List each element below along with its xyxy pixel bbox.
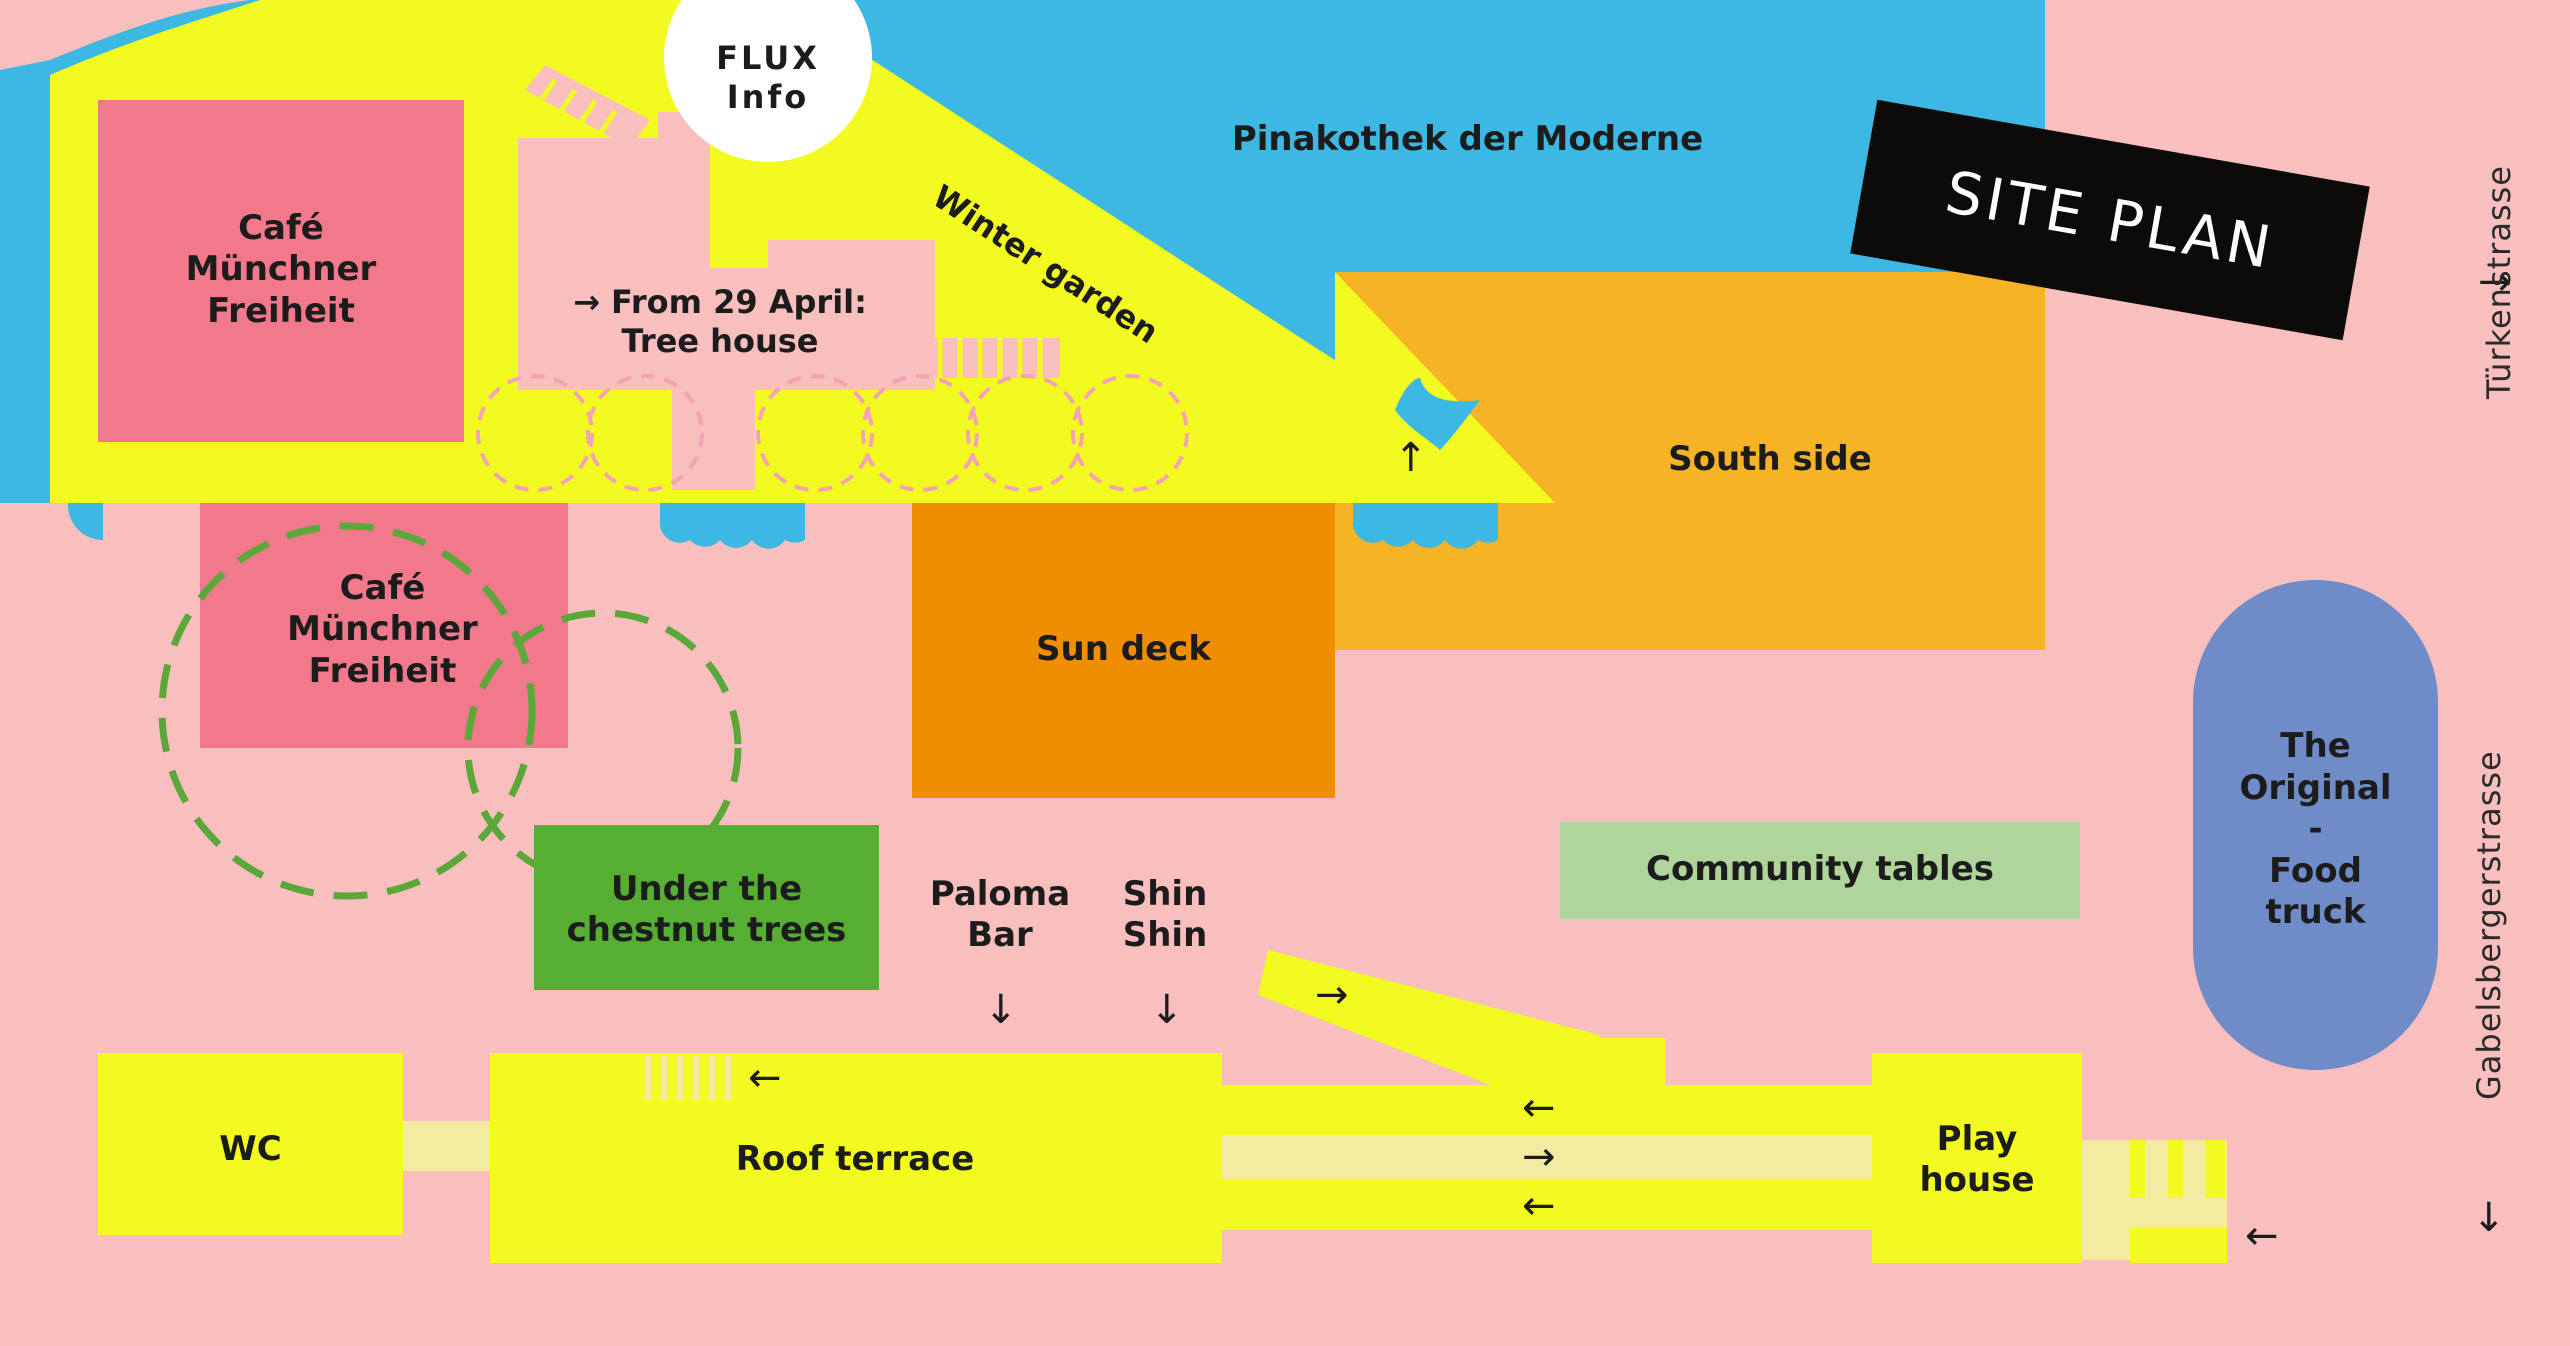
flux-info-label[interactable]: FLUX Info [716, 38, 820, 116]
chestnut-trees-label: Under the chestnut trees [566, 868, 847, 950]
deck-hatch-lines [937, 338, 1043, 378]
roof-terrace-area[interactable] [490, 1053, 1222, 1263]
down-arrow-shin-icon: ↓ [1150, 987, 1184, 1033]
right-arrow-diagonal-icon: → [1315, 972, 1349, 1018]
paloma-bar-label: Paloma Bar [929, 873, 1071, 955]
gabelsbergerstrasse-label: Gabelsbergerstrasse [2470, 750, 2508, 1100]
cafe-upper-area[interactable] [98, 100, 464, 442]
winter-garden-trees [476, 374, 1189, 492]
sun-deck-label: Sun deck [1036, 629, 1211, 670]
shin-shin-label: Shin Shin [1122, 873, 1208, 955]
left-arrow-playhouse-icon: ← [2245, 1213, 2279, 1259]
lower-walkway-beige [1222, 1135, 1872, 1180]
play-house-area[interactable] [1872, 1053, 2082, 1263]
wc-label: WC [219, 1129, 282, 1170]
wc-area[interactable] [98, 1053, 403, 1235]
up-arrow-icon: ↑ [1394, 435, 1428, 481]
right-arrow-tuerken-icon: → [2478, 259, 2512, 305]
tree-house-building [518, 112, 935, 490]
community-tables-label: Community tables [1646, 849, 1994, 890]
blue-scallops [68, 378, 1498, 549]
left-arrow-walkway-top-icon: ← [1522, 1085, 1556, 1131]
roof-terrace-label: Roof terrace [735, 1139, 975, 1180]
chestnut-trees-area[interactable] [534, 825, 879, 990]
museum-label: Pinakothek der Moderne [1231, 119, 1704, 160]
cafe-lower-label: Café Münchner Freiheit [287, 567, 478, 691]
down-arrow-paloma-icon: ↓ [984, 987, 1018, 1033]
tree-house-hatch [525, 65, 650, 148]
winter-garden-tip [1335, 272, 1555, 503]
roof-terrace-stairs [644, 1056, 732, 1100]
play-house-label: Play house [1919, 1118, 2035, 1200]
flux-info-circle[interactable] [664, 0, 872, 162]
tree-house-label: → From 29 April: Tree house [573, 282, 867, 360]
right-arrow-walkway-mid-icon: → [1522, 1134, 1556, 1180]
sun-deck-area[interactable] [912, 503, 1335, 798]
food-truck-label: The Original - Food truck [2239, 726, 2392, 933]
cafe-upper-label: Café Münchner Freiheit [185, 207, 377, 331]
play-house-annex-stripes [2130, 1140, 2227, 1263]
top-left-pink-corner [0, 0, 250, 70]
left-arrow-roof-icon: ← [748, 1055, 782, 1101]
food-truck-area[interactable] [2193, 580, 2438, 1070]
community-tables-area[interactable] [1560, 822, 2080, 919]
tuerkenstrasse-label: Türkenstrasse [2480, 165, 2518, 399]
tree-house-stairs [537, 78, 618, 136]
site-plan-badge [1850, 99, 2370, 341]
south-side-label: South side [1668, 439, 1872, 480]
wc-path [400, 1121, 490, 1171]
down-arrow-gabelsberger-icon: ↓ [2472, 1195, 2506, 1241]
left-arrow-walkway-bottom-icon: ← [1522, 1183, 1556, 1229]
chestnut-tree-circles [158, 522, 742, 900]
